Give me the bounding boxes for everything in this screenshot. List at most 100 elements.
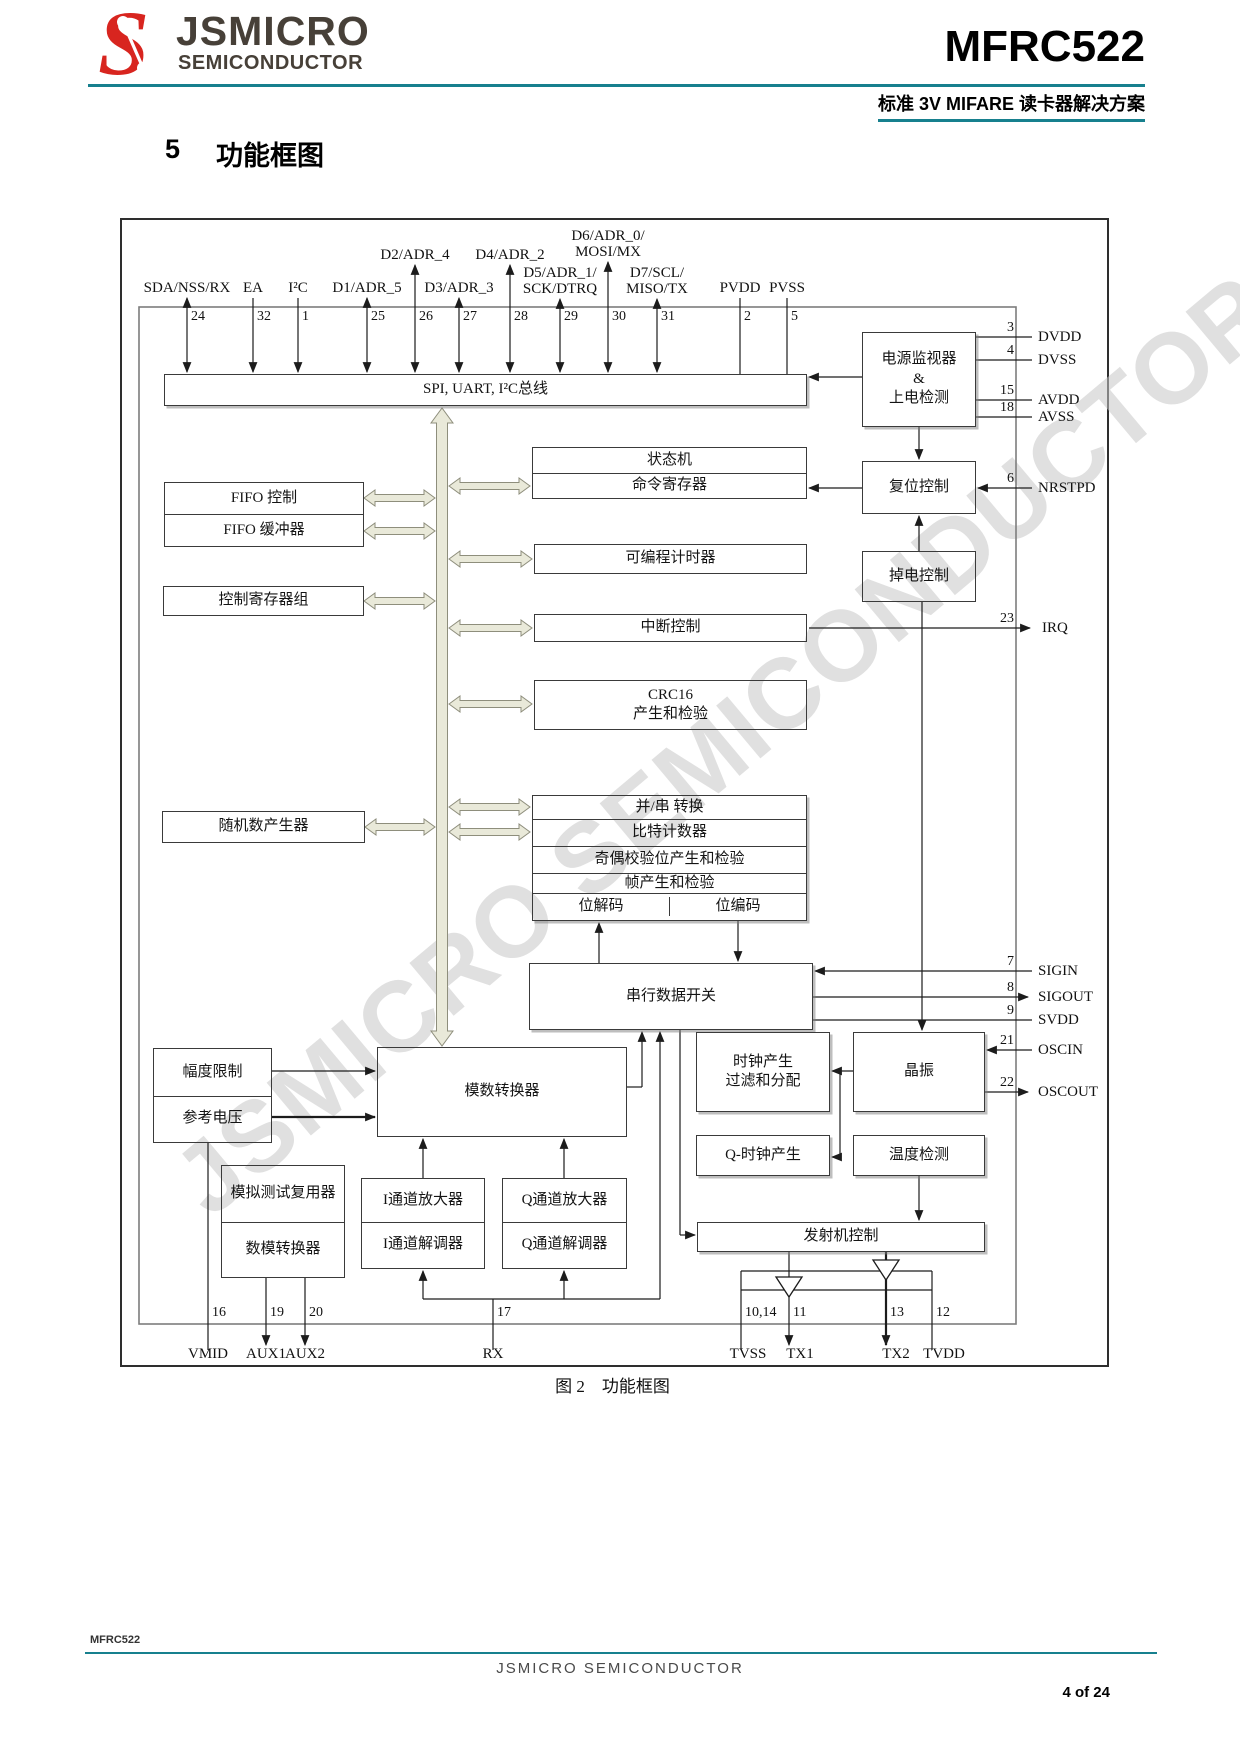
pin-num-23: 23 — [1000, 611, 1014, 626]
header-rule — [88, 84, 1145, 87]
block-codec-stack: 并/串 转换 比特计数器 奇偶校验位产生和检验 帧产生和检验 位解码 位编码 — [532, 795, 807, 921]
tx-driver-buffer-icon — [774, 1276, 804, 1299]
block-amp-vref: 幅度限制 参考电压 — [153, 1048, 272, 1143]
bus-double-arrow — [364, 818, 436, 836]
block-interrupt-control: 中断控制 — [534, 614, 807, 642]
block-q-channel: Q通道放大器 Q通道解调器 — [502, 1178, 627, 1269]
block-i-demodulator: I通道解调器 — [383, 1236, 463, 1253]
footer-page-number: 4 of 24 — [1062, 1684, 1110, 1701]
svg-text:S: S — [98, 6, 149, 86]
chip-boundary — [138, 306, 1017, 1325]
bus-double-arrow — [448, 550, 533, 568]
bus-double-arrow — [448, 823, 531, 841]
document-subtitle: 标准 3V MIFARE 读卡器解决方案 — [877, 90, 1145, 122]
block-serial-data-switch: 串行数据开关 — [529, 963, 813, 1030]
block-power-down: 掉电控制 — [862, 551, 976, 602]
pin-label-sda: SDA/NSS/RX — [143, 280, 231, 296]
pin-label-sigin: SIGIN — [1038, 963, 1078, 979]
block-fifo-control: FIFO 控制 — [165, 483, 363, 515]
pin-num-30: 30 — [612, 309, 626, 324]
pin-label-rx: RX — [482, 1346, 504, 1362]
pin-label-d5: D5/ADR_1/ SCK/DTRQ — [522, 265, 598, 297]
pin-label-tx1: TX1 — [786, 1346, 814, 1362]
pin-num-11: 11 — [793, 1305, 807, 1320]
block-frame-gen: 帧产生和检验 — [533, 874, 806, 894]
pin-num-9: 9 — [1007, 1003, 1014, 1018]
tx-driver-buffer-icon — [871, 1259, 901, 1282]
bus-double-arrow — [448, 798, 531, 816]
block-control-registers: 控制寄存器组 — [163, 586, 364, 616]
pin-label-i2c: I²C — [288, 280, 308, 296]
pin-label-svdd: SVDD — [1038, 1012, 1079, 1028]
block-dac: 数模转换器 — [245, 1240, 321, 1257]
pin-num-13: 13 — [890, 1305, 904, 1320]
block-bit-encode: 位编码 — [669, 896, 806, 917]
block-fifo: FIFO 控制 FIFO 缓冲器 — [164, 482, 364, 547]
pin-num-17: 17 — [497, 1305, 511, 1320]
pin-label-d6: D6/ADR_0/ MOSI/MX — [571, 228, 645, 260]
block-state-machine: 状态机 — [533, 448, 806, 474]
block-programmable-timer: 可编程计时器 — [534, 544, 807, 574]
block-crystal: 晶振 — [853, 1032, 985, 1112]
pin-label-d3: D3/ADR_3 — [424, 280, 494, 296]
pin-label-d2: D2/ADR_4 — [380, 247, 450, 263]
section-heading: 5 功能框图 — [165, 134, 324, 173]
pin-num-3: 3 — [1007, 320, 1014, 335]
logo-subtitle: SEMICONDUCTOR — [178, 52, 364, 74]
block-analog-test-mux: 模拟测试复用器 — [222, 1166, 344, 1223]
block-parallel-serial: 并/串 转换 — [533, 796, 806, 820]
pin-num-22: 22 — [1000, 1075, 1014, 1090]
register-bus — [430, 407, 454, 1047]
bus-double-arrow — [363, 522, 436, 540]
pin-label-d7: D7/SCL/ MISO/TX — [626, 265, 688, 297]
pin-label-avdd: AVDD — [1038, 392, 1080, 408]
pin-label-oscin: OSCIN — [1038, 1042, 1084, 1058]
block-tx-control: 发射机控制 — [697, 1222, 985, 1252]
block-spi-bus: SPI, UART, I²C总线 — [164, 374, 807, 406]
logo-title: JSMICRO — [176, 8, 370, 54]
bus-double-arrow — [448, 695, 533, 713]
bus-double-arrow — [448, 619, 533, 637]
pin-num-1: 1 — [302, 309, 309, 324]
bus-double-arrow — [363, 592, 436, 610]
pin-label-tx2: TX2 — [882, 1346, 910, 1362]
pin-label-vmid: VMID — [188, 1346, 228, 1362]
pin-label-pvdd: PVDD — [719, 280, 761, 296]
pin-num-25: 25 — [371, 309, 385, 324]
pin-num-8: 8 — [1007, 980, 1014, 995]
footer-rule — [85, 1652, 1157, 1654]
pin-label-nrstpd: NRSTPD — [1038, 480, 1096, 496]
pin-label-aux1: AUX1 — [246, 1346, 286, 1362]
pin-label-ea: EA — [243, 280, 263, 296]
block-adc: 模数转换器 — [377, 1047, 627, 1137]
block-testmux-dac: 模拟测试复用器 数模转换器 — [221, 1165, 345, 1278]
pin-label-d4: D4/ADR_2 — [475, 247, 545, 263]
block-fifo-buffer: FIFO 缓冲器 — [223, 521, 305, 538]
block-clock-gen: 时钟产生 过滤和分配 — [696, 1032, 830, 1112]
pin-num-24: 24 — [191, 309, 205, 324]
pin-num-16: 16 — [212, 1305, 226, 1320]
pin-num-20: 20 — [309, 1305, 323, 1320]
pin-num-27: 27 — [463, 309, 477, 324]
pin-num-26: 26 — [419, 309, 433, 324]
pin-label-dvss: DVSS — [1038, 352, 1077, 368]
block-random-number-generator: 随机数产生器 — [162, 811, 365, 843]
footer-doc-id: MFRC522 — [90, 1634, 141, 1646]
block-voltage-reference: 参考电压 — [182, 1110, 243, 1127]
bus-double-arrow — [363, 489, 436, 507]
section-title: 功能框图 — [216, 141, 325, 171]
pin-label-aux2: AUX2 — [285, 1346, 325, 1362]
pin-label-tvss: TVSS — [729, 1346, 767, 1362]
pin-label-irq: IRQ — [1042, 620, 1068, 636]
pin-num-2: 2 — [744, 309, 751, 324]
block-state-machine-cmd: 状态机 命令寄存器 — [532, 447, 807, 499]
diagram-wiring — [138, 260, 1032, 1350]
product-title: MFRC522 — [944, 22, 1146, 71]
pin-num-28: 28 — [514, 309, 528, 324]
bus-double-arrow — [448, 477, 531, 495]
block-i-channel: I通道放大器 I通道解调器 — [361, 1178, 485, 1269]
block-parity: 奇偶校验位产生和检验 — [533, 847, 806, 874]
pin-num-31: 31 — [661, 309, 675, 324]
figure-caption: 图 2 功能框图 — [555, 1377, 670, 1396]
block-diagram-figure: JSMICRO SEMICONDUCTOR SPI, UART, I²C总线 F… — [120, 218, 1240, 1367]
